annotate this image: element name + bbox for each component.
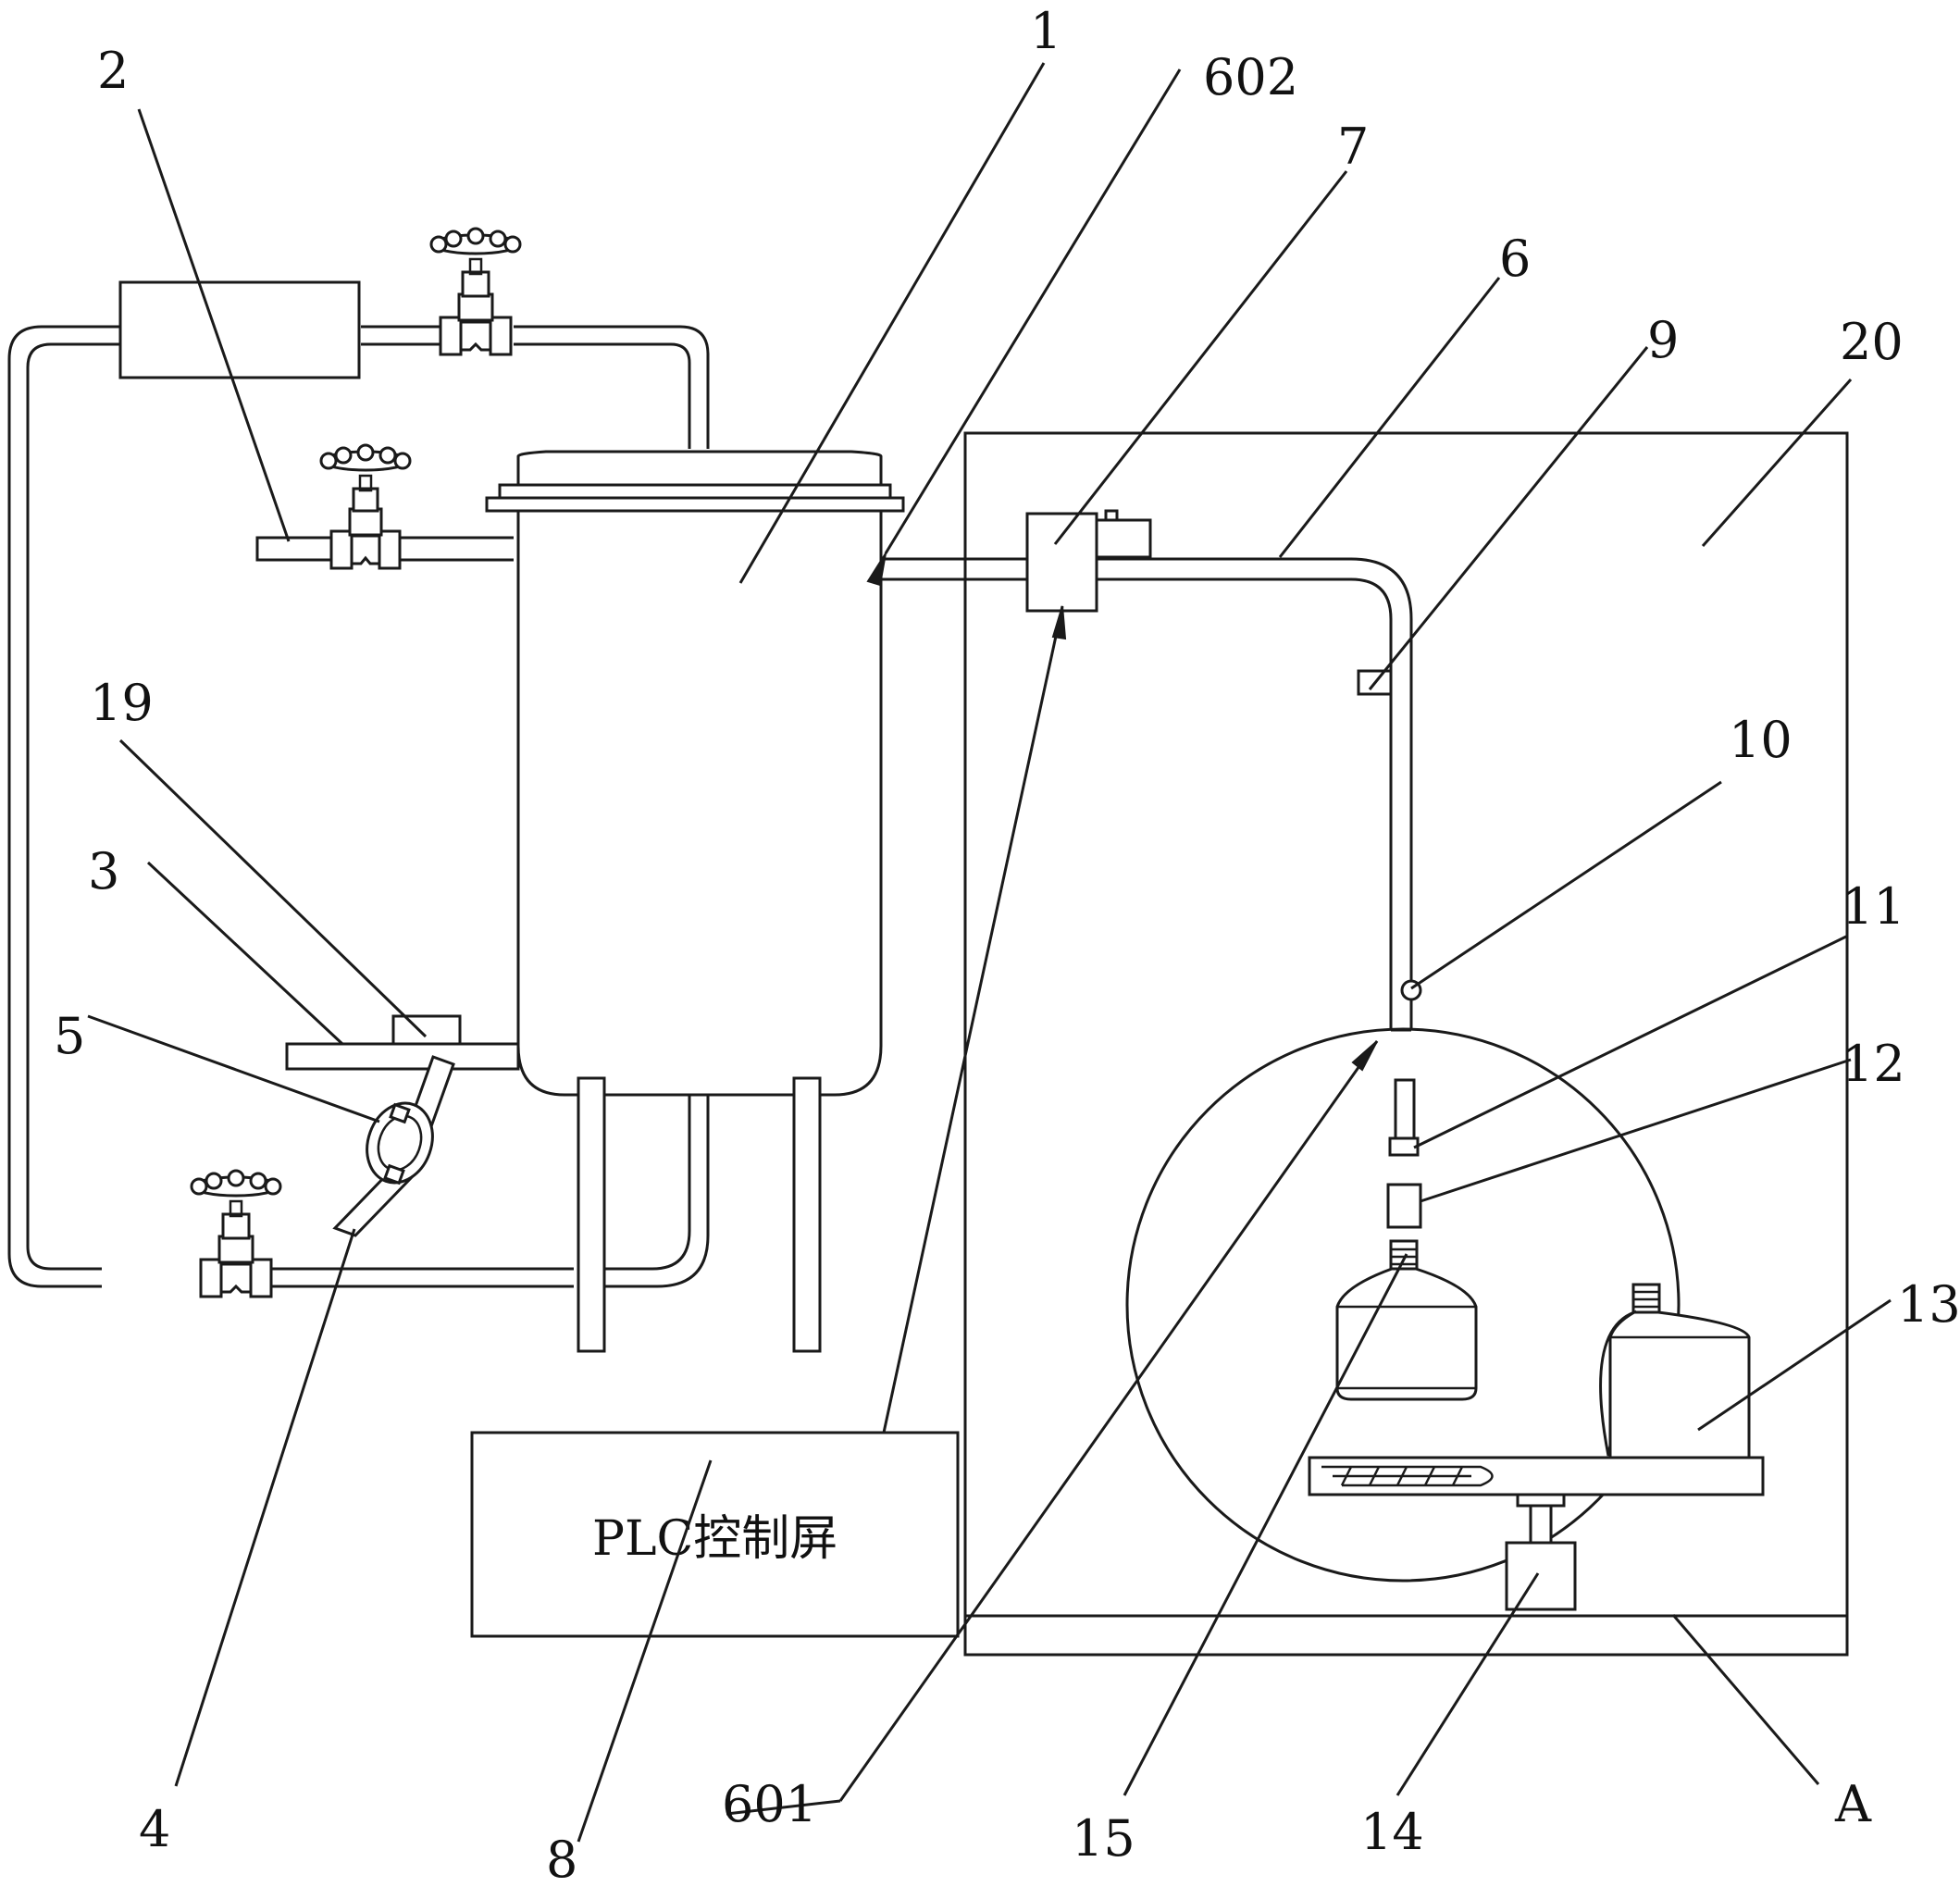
seal-block [1386,1183,1422,1229]
label-A: A [1834,1775,1872,1833]
label-20: 20 [1840,313,1904,371]
label-602: 602 [1203,48,1298,106]
bottle-under-filler [1335,1239,1478,1401]
platform [285,1042,520,1071]
label-15: 15 [1072,1809,1135,1868]
label-19: 19 [90,674,154,732]
solenoid-valve [1025,509,1152,613]
leader-lines [87,62,1892,1843]
label-1: 1 [1030,2,1061,60]
label-7: 7 [1337,118,1369,176]
label-2: 2 [97,42,129,100]
label-13: 13 [1897,1275,1960,1334]
outlet-sight-glass [332,1055,455,1237]
label-8: 8 [546,1831,577,1887]
circulation-loop-pipe [7,325,710,1288]
label-601: 601 [722,1775,817,1833]
rotary-conveyor [1308,1456,1765,1611]
label-4: 4 [139,1800,170,1858]
label-12: 12 [1842,1035,1905,1093]
label-14: 14 [1360,1803,1424,1861]
bottom-loop-valve [190,1169,282,1298]
top-loop-valve [429,227,522,356]
label-6: 6 [1499,230,1531,288]
detail-circle-A [1125,1027,1681,1583]
label-3: 3 [88,842,119,900]
label-10: 10 [1729,711,1793,769]
arrowheads [866,552,1378,1072]
capping-head [1388,1136,1420,1157]
filter-box [118,280,361,379]
label-11: 11 [1842,877,1905,936]
label-5: 5 [54,1007,85,1065]
bottle-on-conveyor [1599,1283,1751,1459]
filling-head [1394,1078,1416,1140]
cabinet-enclosure [963,431,1849,1657]
main-tank [485,450,905,1353]
plc-screen-label: PLC控制屏 [592,1511,837,1567]
labels: 1 2 602 7 6 9 20 10 11 12 13 14 15 A 19 … [54,2,1960,1887]
label-9: 9 [1647,311,1679,369]
sensor-block [391,1014,462,1046]
filling-pipe [881,557,1413,1032]
inlet-pipe [255,443,514,570]
plc-control-screen: PLC控制屏 [470,1431,960,1638]
